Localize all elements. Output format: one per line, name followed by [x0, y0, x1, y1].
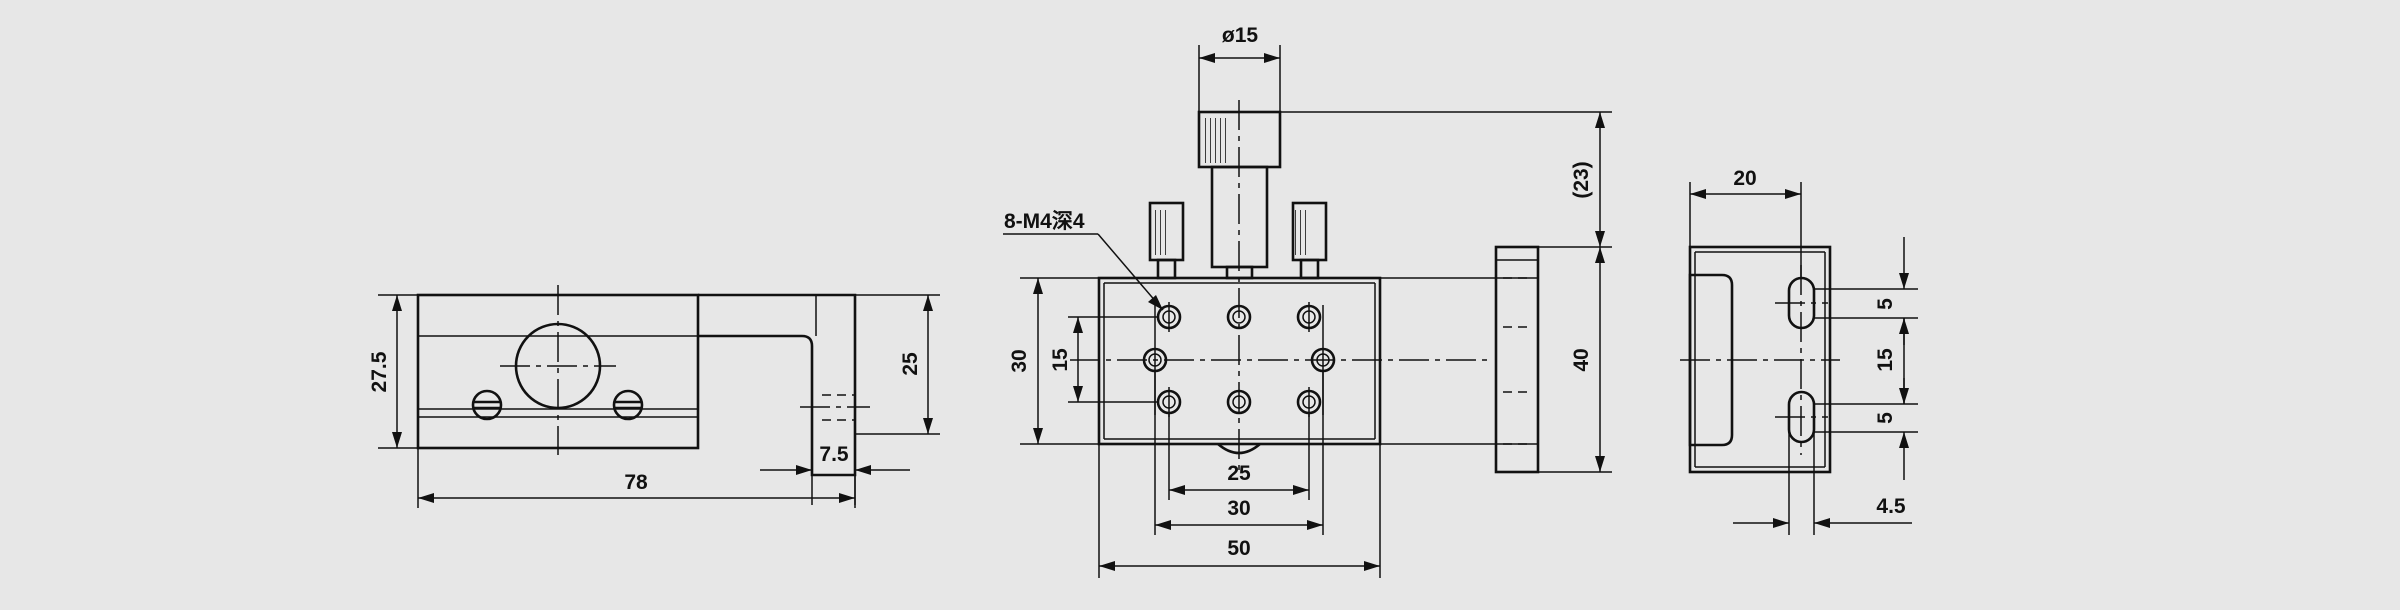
dim-label: ø15: [1222, 24, 1259, 47]
dim-front-length: 78: [417, 448, 856, 508]
dim-side-offset: 4.5: [1733, 430, 1912, 535]
dim-front-inner-height: 25: [855, 294, 940, 435]
dim-side-slot-top: 5: [1814, 237, 1918, 345]
top-small-knob-left: [1148, 201, 1185, 280]
dim-label: 78: [624, 471, 648, 494]
dim-label: 15: [1874, 348, 1897, 372]
dim-label: (23): [1570, 161, 1593, 198]
dim-label: 4.5: [1876, 495, 1906, 518]
dim-knob-height: (23): [1280, 111, 1612, 248]
hole-note-leader: 8-M4深4: [1003, 210, 1164, 311]
dim-side-slot-bottom: 5: [1814, 378, 1918, 480]
top-side-part: [1380, 245, 1540, 474]
dim-top-hole-pitch-vertical: 15: [1049, 316, 1158, 403]
top-view: 8-M4深4 ø15 30 15: [1003, 24, 1612, 578]
dim-label: 20: [1733, 167, 1756, 190]
front-screw-right: [612, 389, 644, 421]
dim-side-width: 20: [1689, 167, 1802, 278]
dim-label: 5: [1874, 412, 1897, 424]
side-view: 20 5 15 5: [1680, 167, 1918, 535]
dim-label: 50: [1227, 537, 1250, 560]
side-hatched-section: [1688, 273, 1734, 447]
dim-label: 27.5: [368, 351, 391, 392]
dim-label: 40: [1570, 348, 1593, 371]
dim-label: 30: [1227, 497, 1250, 520]
dim-side-height: 40: [1538, 247, 1612, 473]
dim-top-width: 50: [1098, 444, 1381, 578]
dim-knob-diameter: ø15: [1198, 24, 1281, 112]
dim-label: 5: [1874, 298, 1897, 310]
front-screw-left: [471, 389, 503, 421]
dim-front-height: 27.5: [368, 294, 418, 449]
front-view: 27.5 25 7.5 78: [368, 285, 940, 508]
dim-top-stem: 25: [1168, 413, 1310, 500]
dim-label: 25: [1227, 462, 1251, 485]
front-bracket: [698, 293, 857, 477]
dim-top-height: 30: [1008, 277, 1099, 445]
dim-top-hole-pitch-horizontal: 30: [1154, 371, 1324, 535]
dim-label: 30: [1008, 349, 1031, 372]
dim-label: 15: [1049, 348, 1072, 372]
dim-side-slot-pitch: 15: [1874, 318, 1905, 404]
hole-note-label: 8-M4深4: [1004, 210, 1085, 233]
dim-label: 7.5: [819, 443, 849, 466]
dim-label: 25: [899, 352, 922, 376]
top-small-knob-right: [1291, 201, 1328, 280]
